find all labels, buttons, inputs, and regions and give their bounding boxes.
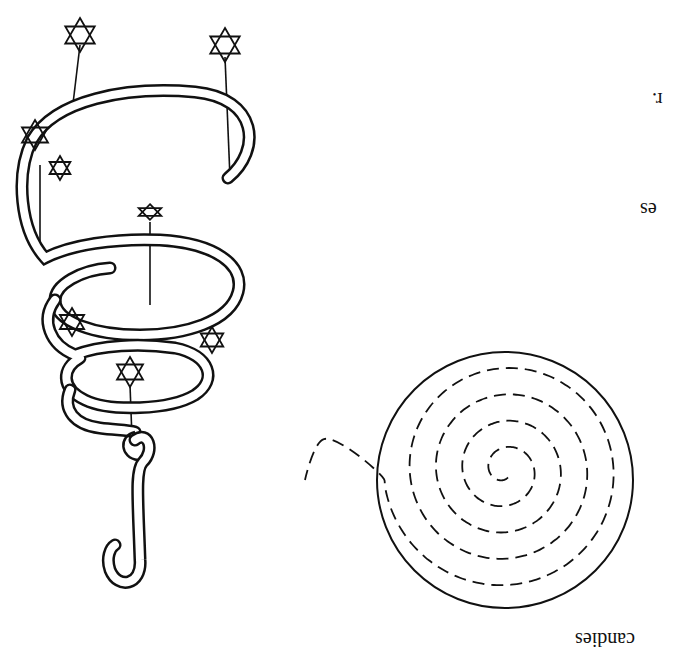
star-symbol <box>201 327 224 353</box>
spiral-tube-end <box>68 390 135 432</box>
star-symbol <box>65 18 94 52</box>
text-fragment: candies <box>575 628 635 651</box>
s-hook-inner <box>108 437 149 582</box>
pole-line <box>225 57 230 178</box>
star-symbol <box>50 156 71 180</box>
star-symbol <box>117 357 143 387</box>
star-symbol <box>22 120 48 150</box>
spiral-tube-end-inner <box>68 390 135 432</box>
s-hook <box>108 437 149 582</box>
text-fragment: r. <box>652 88 663 111</box>
hook-link <box>123 432 138 460</box>
star-symbol <box>60 308 84 336</box>
star-symbol <box>210 28 239 62</box>
dashed-spiral <box>305 368 614 585</box>
star-symbol <box>139 204 162 220</box>
text-fragment: es <box>640 198 657 221</box>
